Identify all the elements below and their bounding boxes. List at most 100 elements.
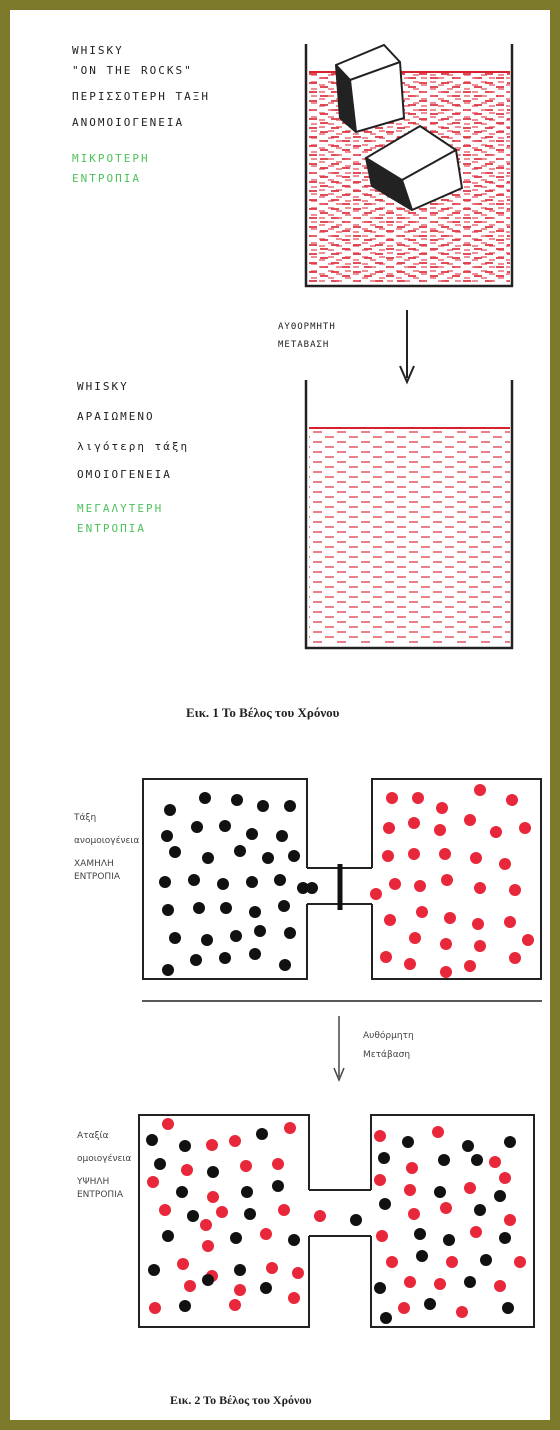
black-particle <box>276 830 288 842</box>
red-particle <box>380 951 392 963</box>
black-particle <box>474 1204 486 1216</box>
label-whisky-rocks: WHISKY "ON THE ROCKS" ΠΕΡΙΣΣΟΤΕΡΗ ΤΑΞΗ Α… <box>72 44 210 186</box>
black-particle <box>148 1264 160 1276</box>
red-particle <box>509 952 521 964</box>
glass-diluted <box>306 380 512 648</box>
red-particle <box>408 817 420 829</box>
black-particle <box>260 1282 272 1294</box>
red-particle <box>414 880 426 892</box>
black-particle <box>220 902 232 914</box>
black-particle <box>230 1232 242 1244</box>
red-particle <box>386 1256 398 1268</box>
black-particle <box>246 876 258 888</box>
red-particle <box>506 794 518 806</box>
black-particle <box>414 1228 426 1240</box>
red-particle <box>207 1191 219 1203</box>
text-line: ΕΝΤΡΟΠΙΑ <box>72 172 210 186</box>
black-particle <box>201 934 213 946</box>
text-line: Μετάβαση <box>363 1049 414 1062</box>
red-particle <box>404 1184 416 1196</box>
red-particle <box>389 878 401 890</box>
text-line: "ON THE ROCKS" <box>72 64 210 78</box>
red-particle <box>370 888 382 900</box>
label-spontaneous-transition-1: ΑΥΘΟΡΜΗΤΗ ΜΕΤΑΒΑΣΗ <box>278 320 336 352</box>
red-particle <box>159 1204 171 1216</box>
black-particle <box>434 1186 446 1198</box>
black-particle <box>374 1282 386 1294</box>
red-particle <box>416 906 428 918</box>
red-particle <box>489 1156 501 1168</box>
text-line: ΕΝΤΡΟΠΙΑ <box>74 871 139 884</box>
black-particle <box>350 1214 362 1226</box>
text-line: ΜΙΚΡΟΤΕΡΗ <box>72 152 210 166</box>
black-particle <box>176 1186 188 1198</box>
red-particle <box>260 1228 272 1240</box>
black-particle <box>443 1234 455 1246</box>
text-line: ΜΕΤΑΒΑΣΗ <box>278 338 336 352</box>
red-particle <box>474 784 486 796</box>
black-particle <box>230 930 242 942</box>
red-particle <box>229 1135 241 1147</box>
black-particle <box>306 882 318 894</box>
red-particle <box>434 1278 446 1290</box>
black-particle <box>254 925 266 937</box>
red-particle <box>288 1292 300 1304</box>
black-particle <box>219 952 231 964</box>
red-particle <box>499 1172 511 1184</box>
black-particle <box>380 1312 392 1324</box>
red-particle <box>440 966 452 978</box>
black-particle <box>504 1136 516 1148</box>
red-particle <box>382 850 394 862</box>
text-line: ΜΕΓΑΛΥΤΕΡΗ <box>77 502 189 516</box>
black-particle <box>169 932 181 944</box>
text-line: Τάξη <box>74 812 139 825</box>
red-particle <box>456 1306 468 1318</box>
black-particle <box>241 1186 253 1198</box>
black-particle <box>154 1158 166 1170</box>
red-particle <box>408 848 420 860</box>
text-line: ΑΝΟΜΟΙΟΓΕΝΕΙΑ <box>72 116 210 130</box>
label-disorder-high-entropy: Αταξία ομοιογένεια ΥΨΗΛΗ ΕΝΤΡΟΠΙΑ <box>77 1130 131 1202</box>
chamber-left-bottom <box>139 1115 309 1327</box>
black-particle <box>193 902 205 914</box>
red-particle <box>184 1280 196 1292</box>
black-particle <box>249 906 261 918</box>
text-line: ΥΨΗΛΗ <box>77 1176 131 1189</box>
black-particle <box>161 830 173 842</box>
black-particle <box>246 828 258 840</box>
red-particle <box>292 1267 304 1279</box>
red-particle <box>202 1240 214 1252</box>
red-particle <box>509 884 521 896</box>
red-particle <box>440 938 452 950</box>
red-particle <box>408 1208 420 1220</box>
black-particle <box>284 927 296 939</box>
black-particle <box>202 1274 214 1286</box>
black-particle <box>179 1300 191 1312</box>
red-particle <box>266 1262 278 1274</box>
text-line: WHISKY <box>72 44 210 58</box>
black-particle <box>217 878 229 890</box>
label-order-low-entropy: Τάξη ανομοιογένεια ΧΑΜΗΛΗ ΕΝΤΡΟΠΙΑ <box>74 812 139 884</box>
black-particle <box>257 800 269 812</box>
red-particle <box>474 882 486 894</box>
red-particle <box>432 1126 444 1138</box>
black-particle <box>378 1152 390 1164</box>
red-particle <box>464 814 476 826</box>
black-particle <box>169 846 181 858</box>
figure2-caption: Εικ. 2 Το Βέλος του Χρόνου <box>170 1393 312 1408</box>
red-particle <box>206 1139 218 1151</box>
red-particle <box>412 792 424 804</box>
figure1-caption: Εικ. 1 Το Βέλος του Χρόνου <box>186 705 339 721</box>
red-particle <box>272 1158 284 1170</box>
label-whisky-diluted: WHISKY ΑΡΑΙΩΜΕΝΟ λιγότερη τάξη ΟΜΟΙΟΓΕΝΕ… <box>77 380 189 536</box>
red-particle <box>384 914 396 926</box>
red-particle <box>229 1299 241 1311</box>
red-particle <box>434 824 446 836</box>
black-particle <box>244 1208 256 1220</box>
red-particle <box>149 1302 161 1314</box>
black-particle <box>256 1128 268 1140</box>
black-particle <box>234 1264 246 1276</box>
black-particle <box>288 1234 300 1246</box>
red-particle <box>522 934 534 946</box>
red-particle <box>470 1226 482 1238</box>
